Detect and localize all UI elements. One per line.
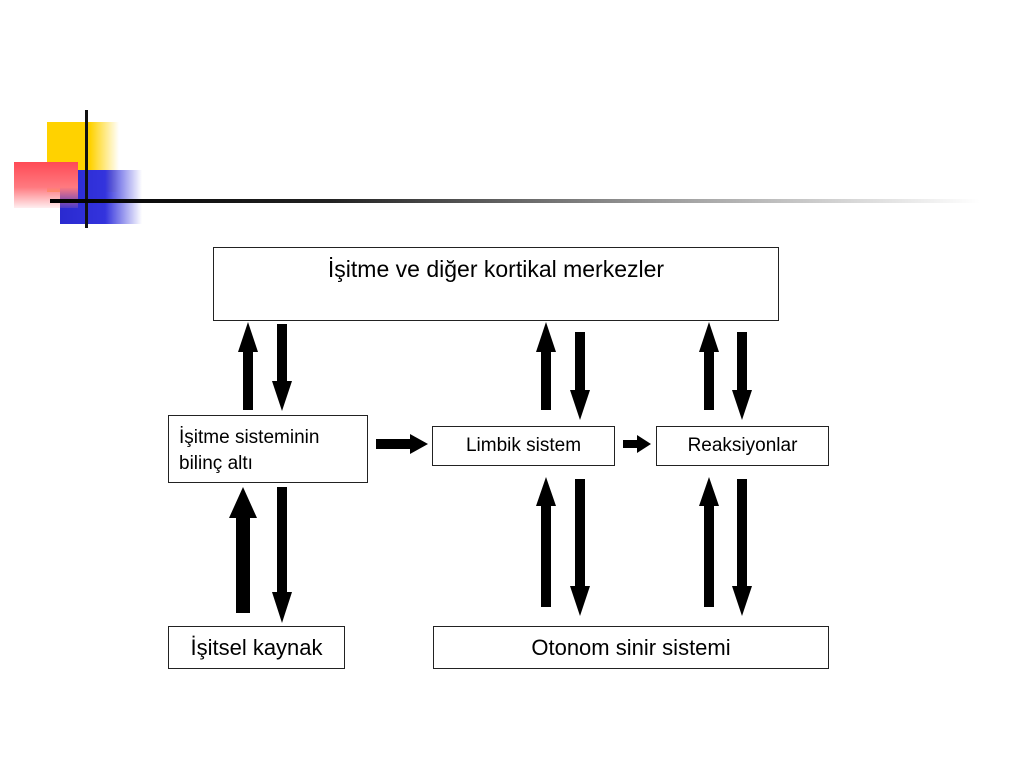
arrow-up-source-to-subconscious [229,487,257,613]
reactions-label: Reaksiyonlar [687,435,798,456]
arrow-up-subconscious-to-cortical [238,322,258,410]
arrow-up-autonomic-to-limbic [536,477,556,607]
auditory-subconscious-label-line1: İşitme sisteminin [179,427,320,448]
arrow-down-limbic-to-autonomic [570,479,590,616]
auditory-source-box: İşitsel kaynak [168,626,345,669]
arrow-right-limbic-to-reactions [623,435,651,453]
arrow-down-cortical-to-reactions [732,332,752,420]
arrow-down-cortical-to-limbic [570,332,590,420]
arrow-up-limbic-to-cortical [536,322,556,410]
cortical-centers-box: İşitme ve diğer kortikal merkezler [213,247,779,321]
arrow-down-subconscious-to-source [272,487,292,623]
auditory-subconscious-box: İşitme sisteminin bilinç altı [168,415,368,483]
arrow-down-reactions-to-autonomic [732,479,752,616]
reactions-box: Reaksiyonlar [656,426,829,466]
decor-horizontal-line [50,199,980,203]
auditory-source-label: İşitsel kaynak [190,634,323,660]
arrow-right-subconscious-to-limbic [376,434,428,454]
autonomic-nervous-system-box: Otonom sinir sistemi [433,626,829,669]
arrow-down-cortical-to-subconscious [272,324,292,411]
arrow-up-autonomic-to-reactions [699,477,719,607]
auditory-subconscious-label-line2: bilinç altı [179,453,253,474]
arrow-up-reactions-to-cortical [699,322,719,410]
limbic-system-box: Limbik sistem [432,426,615,466]
cortical-centers-label: İşitme ve diğer kortikal merkezler [327,256,665,282]
limbic-system-label: Limbik sistem [465,435,582,456]
autonomic-nervous-system-label: Otonom sinir sistemi [531,634,731,660]
decor-vertical-line [85,110,88,228]
